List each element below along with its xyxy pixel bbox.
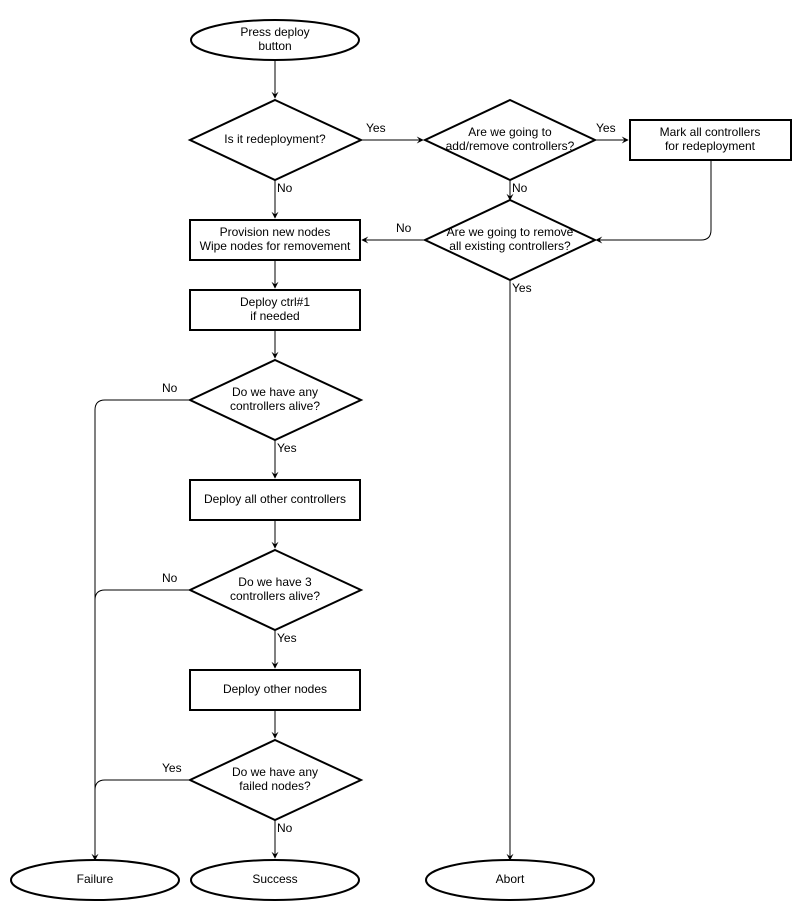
- any-alive-line-2: controllers alive?: [230, 399, 320, 413]
- terminal-success: Success: [190, 859, 360, 901]
- success-label: Success: [252, 872, 297, 886]
- label-threealive-yes: Yes: [277, 631, 297, 645]
- process-deploy-other-controllers: Deploy all other controllers: [189, 479, 361, 521]
- label-failed-yes: Yes: [162, 761, 182, 775]
- abort-label: Abort: [496, 872, 525, 886]
- failure-label: Failure: [77, 872, 114, 886]
- edge-labels: Yes No Yes No No Yes No Yes No Yes Yes N…: [162, 121, 616, 835]
- edge-failed-yes: [94, 779, 190, 791]
- edge-threealive-no: [94, 589, 190, 601]
- process-mark-all-controllers: Mark all controllers for redeployment: [629, 119, 792, 161]
- label-removeall-yes: Yes: [512, 281, 532, 295]
- label-anyalive-yes: Yes: [277, 441, 297, 455]
- deploy-other-nodes-label: Deploy other nodes: [223, 682, 327, 696]
- label-redeploy-no: No: [277, 181, 293, 195]
- decision-remove-all-controllers: Are we going to remove all existing cont…: [422, 198, 598, 282]
- any-alive-line-1: Do we have any: [232, 385, 318, 399]
- decision-failed-nodes: Do we have any failed nodes?: [187, 738, 364, 822]
- terminal-abort: Abort: [425, 859, 595, 901]
- edge-mark-to-removeall: [595, 160, 712, 244]
- mark-all-line-2: for redeployment: [665, 139, 756, 153]
- label-addremove-yes: Yes: [596, 121, 616, 135]
- failed-nodes-line-2: failed nodes?: [239, 779, 311, 793]
- decision-is-redeployment-label: Is it redeployment?: [224, 132, 326, 146]
- deploy-ctrl1-line-2: if needed: [250, 309, 299, 323]
- process-provision-nodes: Provision new nodes Wipe nodes for remov…: [189, 219, 361, 261]
- process-deploy-other-nodes: Deploy other nodes: [189, 669, 361, 711]
- deploy-ctrl1-line-1: Deploy ctrl#1: [240, 295, 310, 309]
- decision-three-controllers-alive: Do we have 3 controllers alive?: [187, 548, 364, 632]
- label-anyalive-no: No: [162, 381, 178, 395]
- label-addremove-no: No: [512, 181, 528, 195]
- start-node-line-2: button: [258, 39, 291, 53]
- label-removeall-no: No: [396, 221, 412, 235]
- deploy-other-controllers-label: Deploy all other controllers: [204, 492, 346, 506]
- label-redeploy-yes: Yes: [366, 121, 386, 135]
- edges: [91, 60, 712, 861]
- label-failed-no: No: [277, 821, 293, 835]
- decision-any-controllers-alive: Do we have any controllers alive?: [187, 358, 364, 442]
- provision-line-1: Provision new nodes: [220, 225, 331, 239]
- decision-remove-all-line-2: all existing controllers?: [449, 239, 571, 253]
- decision-add-remove-controllers: Are we going to add/remove controllers?: [422, 98, 598, 182]
- mark-all-line-1: Mark all controllers: [660, 125, 761, 139]
- decision-remove-all-line-1: Are we going to remove: [447, 225, 574, 239]
- process-deploy-ctrl1: Deploy ctrl#1 if needed: [189, 289, 361, 331]
- start-node-line-1: Press deploy: [240, 25, 309, 39]
- provision-line-2: Wipe nodes for removement: [200, 239, 351, 253]
- failed-nodes-line-1: Do we have any: [232, 765, 318, 779]
- decision-add-remove-line-1: Are we going to: [468, 125, 552, 139]
- start-node: Press deploy button: [190, 19, 360, 61]
- three-alive-line-2: controllers alive?: [230, 589, 320, 603]
- decision-add-remove-line-2: add/remove controllers?: [446, 139, 575, 153]
- decision-is-redeployment: Is it redeployment?: [187, 98, 364, 182]
- label-threealive-no: No: [162, 571, 178, 585]
- three-alive-line-1: Do we have 3: [238, 575, 312, 589]
- terminal-failure: Failure: [10, 859, 180, 901]
- edge-anyalive-no: [91, 399, 190, 861]
